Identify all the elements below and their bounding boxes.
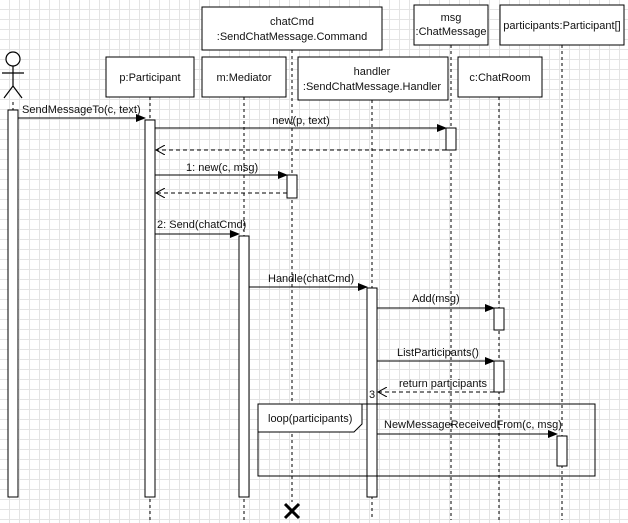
participant-label-chatroom: c:ChatRoom: [469, 72, 530, 84]
loop-fragment-frame: [257, 403, 596, 477]
message-label-send-message-to: SendMessageTo(c, text): [22, 104, 141, 116]
participant-label-handler-line2: :SendChatMessage.Handler: [303, 81, 442, 93]
message-label-new-message-received: NewMessageReceivedFrom(c, msg): [384, 419, 562, 431]
participant-label-chatcmd-line1: chatCmd: [270, 16, 314, 28]
participant-box-chatroom[interactable]: [457, 56, 543, 98]
participant-label-handler-line1: handler: [354, 66, 391, 78]
message-label-return-participants: return participants: [399, 378, 488, 390]
activation-chatcmd: [286, 174, 298, 199]
message-label-send: 2: Send(chatCmd): [157, 219, 246, 231]
step-marker-label: 3: [369, 389, 375, 401]
loop-fragment-label: loop(participants): [268, 413, 352, 425]
participant-box-handler[interactable]: [297, 56, 449, 101]
message-label-new-command: 1: new(c, msg): [186, 162, 258, 174]
message-label-handle: Handle(chatCmd): [268, 273, 354, 285]
loop-fragment-label-tab: [257, 403, 363, 433]
activation-mediator: [238, 235, 250, 498]
actor-activation: [7, 109, 19, 498]
participant-box-p[interactable]: [105, 56, 195, 98]
message-label-new-chat-message: new(p, text): [272, 115, 329, 127]
participant-label-p: p:Participant: [119, 72, 180, 84]
participant-label-chatcmd-line2: :SendChatMessage.Command: [217, 31, 367, 43]
actor-left-leg: [3, 85, 14, 99]
participant-label-msg-line2: :ChatMessage: [416, 26, 487, 38]
activation-participants-loop: [556, 435, 568, 467]
message-label-add: Add(msg): [412, 293, 460, 305]
activation-msg: [445, 127, 457, 151]
participant-box-msg[interactable]: [413, 4, 489, 46]
actor-head: [5, 51, 21, 67]
participant-box-chatcmd[interactable]: [201, 6, 383, 51]
destroy-mark-icon: [283, 502, 301, 520]
message-label-list-participants: ListParticipants(): [397, 347, 479, 359]
participant-label-participants: participants:Participant[]: [503, 20, 620, 32]
activation-chatroom-list: [493, 360, 505, 393]
participant-label-mediator: m:Mediator: [216, 72, 271, 84]
activation-chatroom-add: [493, 307, 505, 331]
participant-label-msg-line1: msg: [441, 12, 462, 24]
participant-box-participants[interactable]: [499, 4, 625, 46]
participant-box-mediator[interactable]: [201, 56, 287, 98]
actor-right-leg: [12, 85, 23, 99]
actor-figure: [2, 51, 24, 99]
activation-p: [144, 119, 156, 498]
